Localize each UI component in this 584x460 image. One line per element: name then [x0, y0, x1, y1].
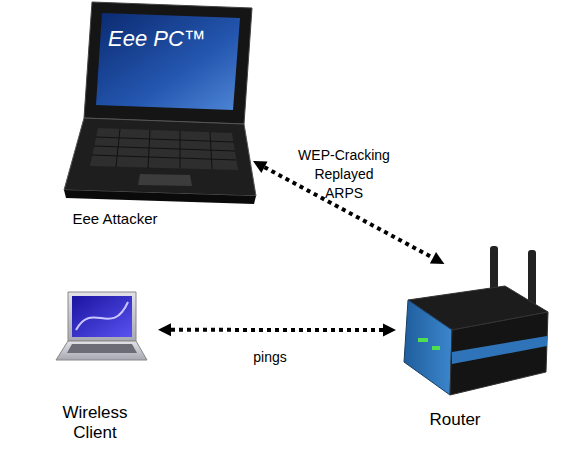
- device-node: Eee PC™Eee Attacker: [70, 5, 245, 205]
- client-laptop: [56, 292, 147, 360]
- laptop-screen: [72, 296, 132, 337]
- router-light: [418, 338, 428, 342]
- arrow-head: [383, 324, 396, 337]
- screen-swirl: [76, 302, 128, 330]
- router-front: [404, 300, 452, 395]
- keyboard-rows: [92, 129, 236, 169]
- arrow-head: [158, 323, 171, 336]
- laptop-lid: [68, 292, 136, 341]
- laptop-base: [56, 341, 147, 360]
- router-side: [450, 312, 548, 395]
- router: [404, 246, 548, 395]
- edge-label: WEP-Cracking Replayed ARPS: [296, 146, 392, 203]
- connector-line: [171, 328, 383, 332]
- arrow-head: [430, 252, 445, 264]
- laptop-keyboard: [90, 128, 238, 170]
- router-antenna: [528, 250, 536, 306]
- device-label: Wireless Client: [50, 403, 140, 443]
- router-light: [432, 346, 440, 350]
- device-node: Router: [400, 268, 548, 400]
- laptop-keyboard: [67, 344, 137, 353]
- device-label: Router: [400, 410, 510, 430]
- arrow-head: [253, 161, 268, 173]
- device-node: Wireless Client: [58, 292, 140, 362]
- laptop-screen: [96, 13, 240, 110]
- laptop-lid: [84, 2, 252, 124]
- laptop-base: [64, 118, 256, 196]
- laptop-touchpad: [138, 174, 192, 186]
- edge-label: pings: [240, 348, 300, 367]
- router-band: [452, 336, 547, 364]
- connector-line: [264, 167, 433, 258]
- laptop-front-edge: [64, 190, 256, 204]
- dotted-connector: [158, 323, 396, 336]
- device-label: Eee Attacker: [65, 209, 165, 229]
- screen-logo: Eee PC™: [108, 27, 228, 51]
- eee-laptop: [64, 2, 256, 204]
- dotted-connector: [253, 161, 444, 264]
